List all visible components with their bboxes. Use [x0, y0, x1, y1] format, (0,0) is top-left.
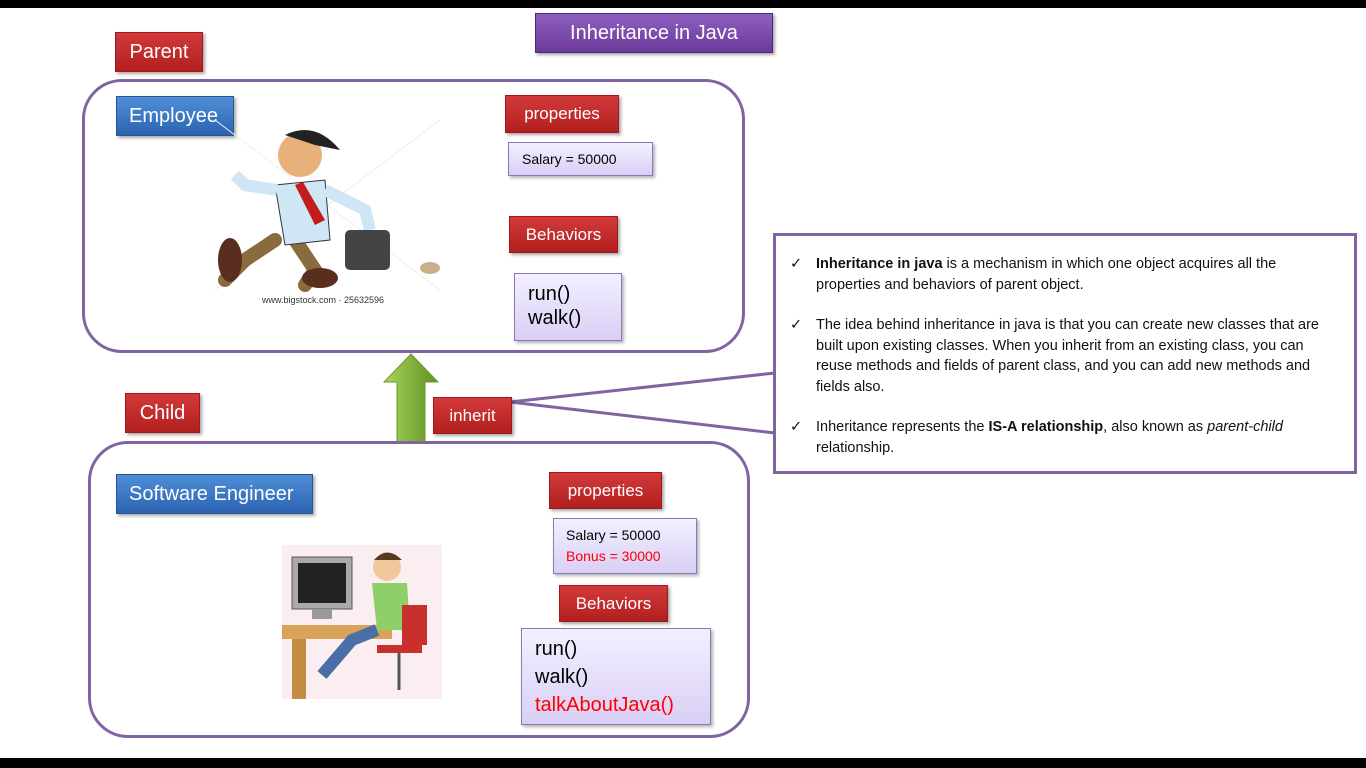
note-item: ✓ Inheritance in java is a mechanism in …: [790, 254, 1338, 295]
child-behaviors-box: run() walk() talkAboutJava(): [521, 628, 711, 725]
slide-title: Inheritance in Java: [535, 13, 773, 53]
property-item: Salary = 50000: [522, 151, 617, 167]
parent-properties-box: Salary = 50000: [508, 142, 653, 176]
behavior-item: walk(): [528, 307, 582, 329]
definition-notes: ✓ Inheritance in java is a mechanism in …: [773, 233, 1357, 474]
running-employee-image: [214, 119, 441, 292]
note-italic: parent-child: [1207, 419, 1283, 435]
behavior-item: run(): [535, 638, 578, 660]
note-text: relationship.: [816, 439, 895, 456]
checkmark-icon: ✓: [790, 317, 803, 333]
image-caption: www.bigstock.com · 25632596: [262, 295, 385, 305]
note-text: Inheritance represents the: [816, 419, 989, 435]
note-text: , also known as: [1103, 419, 1208, 435]
checkmark-icon: ✓: [790, 256, 803, 272]
software-engineer-image: [282, 545, 442, 699]
property-item-new: Bonus = 30000: [566, 548, 661, 564]
behavior-item: run(): [528, 283, 571, 305]
parent-label: Parent: [115, 32, 203, 72]
note-item: ✓ Inheritance represents the IS-A relati…: [790, 417, 1338, 458]
child-label: Child: [125, 393, 200, 433]
parent-behaviors-label: Behaviors: [509, 216, 618, 253]
note-item: ✓ The idea behind inheritance in java is…: [790, 315, 1338, 397]
behavior-item-new: talkAboutJava(): [535, 694, 674, 716]
parent-properties-label: properties: [505, 95, 619, 133]
note-text: The idea behind inheritance in java is t…: [816, 317, 1319, 395]
behavior-item: walk(): [535, 666, 589, 688]
child-class-name: Software Engineer: [116, 474, 313, 514]
child-properties-box: Salary = 50000 Bonus = 30000: [553, 518, 697, 574]
child-behaviors-label: Behaviors: [559, 585, 668, 622]
callout-pointer: [509, 371, 776, 435]
note-bold: IS-A relationship: [988, 419, 1104, 435]
parent-behaviors-box: run() walk(): [514, 273, 622, 341]
top-bar: [0, 0, 1366, 8]
parent-class-name: Employee: [116, 96, 234, 136]
bottom-bar: [0, 758, 1366, 768]
parent-class-frame: [82, 79, 745, 353]
child-properties-label: properties: [549, 472, 662, 509]
inherit-label: inherit: [433, 397, 512, 434]
property-item: Salary = 50000: [566, 527, 661, 543]
inherit-arrow-up-icon: [382, 353, 440, 443]
note-text: is a mechanism in which one object acqui…: [816, 256, 1277, 293]
checkmark-icon: ✓: [790, 419, 803, 435]
note-bold: Inheritance in java: [816, 256, 943, 272]
child-class-frame: [88, 441, 750, 738]
